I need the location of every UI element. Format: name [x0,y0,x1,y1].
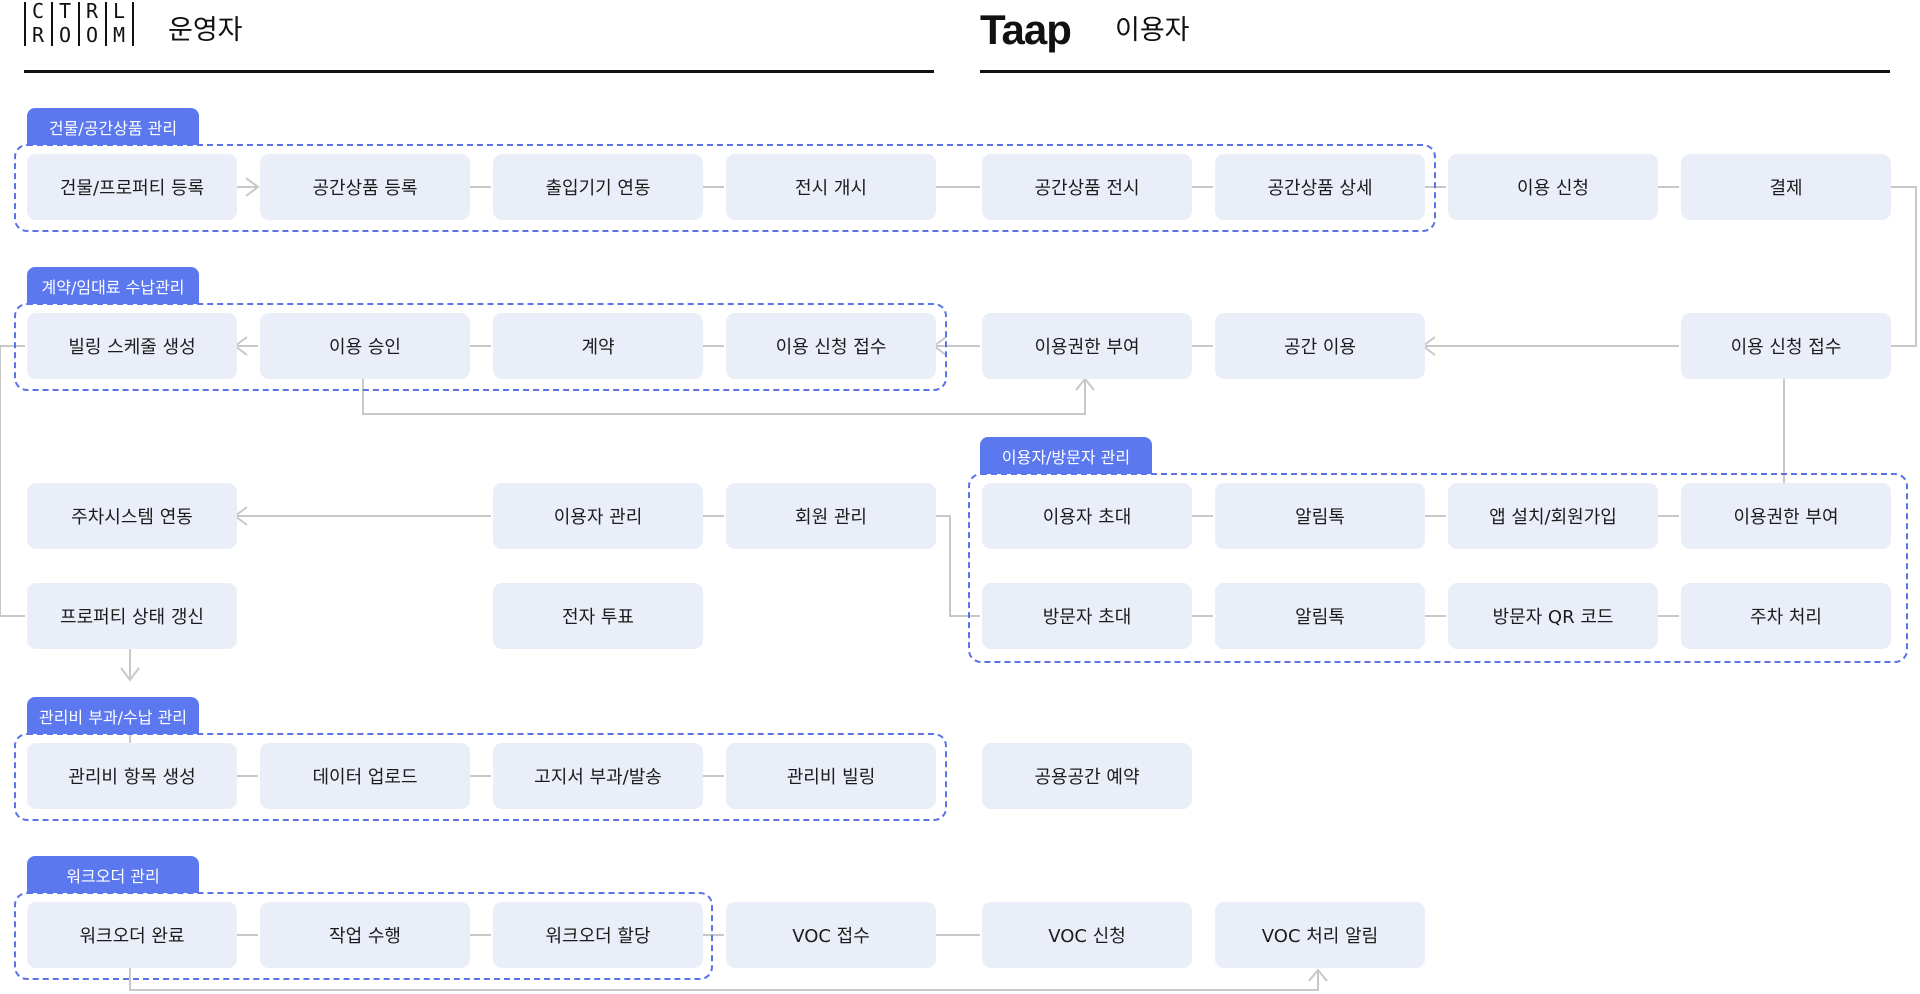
node-fee-billing: 관리비 빌링 [726,743,936,809]
group-visitor [968,473,1908,663]
node-workorder-assign: 워크오더 할당 [493,902,703,968]
ctrl-room-logo: C T R L R O O M [24,0,144,48]
node-user-invite: 이용자 초대 [982,483,1192,549]
node-payment: 결제 [1681,154,1891,220]
node-user-management: 이용자 관리 [493,483,703,549]
node-visitor-qr-code: 방문자 QR 코드 [1448,583,1658,649]
node-apply-receipt-user: 이용 신청 접수 [1681,313,1891,379]
user-divider [980,70,1890,73]
node-voc-process-notice: VOC 처리 알림 [1215,902,1425,968]
node-alimtalk-user: 알림톡 [1215,483,1425,549]
node-member-management: 회원 관리 [726,483,936,549]
taap-logo: Taap [980,6,1072,53]
node-work-perform: 작업 수행 [260,902,470,968]
group-contract [14,303,947,391]
node-property-register: 건물/프로퍼티 등록 [27,154,237,220]
node-apply-receipt-operator: 이용 신청 접수 [726,313,936,379]
node-parking-system-link: 주차시스템 연동 [27,483,237,549]
node-space-product-display: 공간상품 전시 [982,154,1192,220]
node-visitor-invite: 방문자 초대 [982,583,1192,649]
node-space-product-detail: 공간상품 상세 [1215,154,1425,220]
node-bill-issue-send: 고지서 부과/발송 [493,743,703,809]
node-voc-request: VOC 신청 [982,902,1192,968]
operator-section-title: 운영자 [168,15,243,46]
node-parking-process: 주차 처리 [1681,583,1891,649]
node-space-use: 공간 이용 [1215,313,1425,379]
node-voc-receipt: VOC 접수 [726,902,936,968]
node-access-device-link: 출입기기 연동 [493,154,703,220]
group-visitor-tag: 이용자/방문자 관리 [980,437,1152,474]
group-contract-tag: 계약/임대료 수납관리 [27,267,199,304]
operator-divider [24,70,934,73]
node-alimtalk-visitor: 알림톡 [1215,583,1425,649]
group-fee [14,733,947,821]
node-grant-permission: 이용권한 부여 [982,313,1192,379]
group-building [14,144,1436,232]
node-billing-schedule: 빌링 스케줄 생성 [27,313,237,379]
node-display-start: 전시 개시 [726,154,936,220]
node-use-apply: 이용 신청 [1448,154,1658,220]
group-workorder [14,892,713,980]
node-property-status-update: 프로퍼티 상태 갱신 [27,583,237,649]
node-workorder-complete: 워크오더 완료 [27,902,237,968]
group-building-tag: 건물/공간상품 관리 [27,108,199,145]
node-common-space-booking: 공용공간 예약 [982,743,1192,809]
group-workorder-tag: 워크오더 관리 [27,856,199,893]
node-use-approval: 이용 승인 [260,313,470,379]
node-contract: 계약 [493,313,703,379]
node-fee-item-create: 관리비 항목 생성 [27,743,237,809]
node-app-install-signup: 앱 설치/회원가입 [1448,483,1658,549]
node-space-product-register: 공간상품 등록 [260,154,470,220]
node-e-voting: 전자 투표 [493,583,703,649]
group-fee-tag: 관리비 부과/수납 관리 [27,697,199,734]
node-data-upload: 데이터 업로드 [260,743,470,809]
node-grant-permission-user: 이용권한 부여 [1681,483,1891,549]
user-section-title: 이용자 [1115,15,1190,46]
